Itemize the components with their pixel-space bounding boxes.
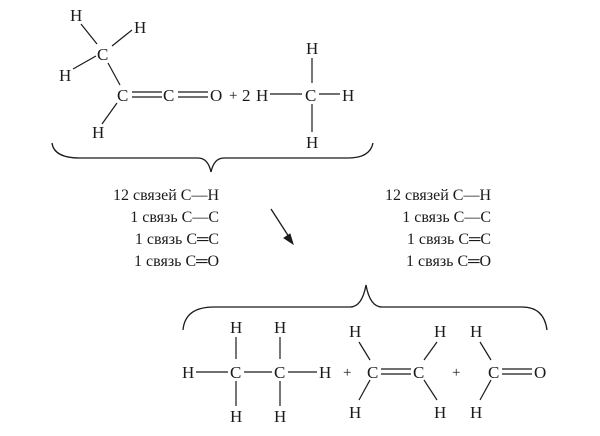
bond-count-row: 1 связь C—C — [130, 209, 219, 226]
bond-single — [358, 379, 371, 401]
reactant-brace — [51, 142, 374, 173]
atom-h: H — [319, 363, 331, 382]
atom-c: C — [230, 363, 241, 382]
bond-single — [423, 379, 438, 401]
bond-single — [479, 379, 492, 401]
atom-h: H — [434, 403, 446, 422]
atom-h: H — [134, 18, 146, 37]
bond-single — [80, 23, 98, 45]
atom-o: O — [534, 363, 546, 382]
atom-h: H — [274, 318, 286, 337]
atom-c: C — [163, 86, 174, 105]
arrow-down-right-icon — [270, 208, 294, 246]
atom-h: H — [70, 6, 82, 25]
atom-h: H — [349, 322, 361, 341]
bond-count-row: 1 связь C═C — [135, 231, 219, 248]
product-brace — [182, 284, 548, 331]
atom-c: C — [367, 363, 378, 382]
bond-count-row: 12 связей C—H — [113, 187, 219, 204]
plus-sign: + — [452, 365, 460, 381]
bond-single — [101, 102, 118, 125]
product-ethylene: C C H H H H — [349, 322, 446, 422]
atom-h: H — [92, 123, 104, 142]
product-ethane: H C C H H H H H — [182, 318, 331, 426]
atom-h: H — [306, 39, 318, 58]
reactant-ketene: H H H C C H C O — [59, 6, 222, 142]
atom-o: O — [210, 86, 222, 105]
atom-c: C — [274, 363, 285, 382]
bond-count-row: 1 связь C—C — [402, 209, 491, 226]
bond-count-row: 1 связь C═O — [134, 253, 219, 270]
plus-sign: + — [343, 365, 351, 381]
plus-sign: + — [229, 88, 237, 104]
atom-h: H — [342, 86, 354, 105]
atom-h: H — [256, 86, 268, 105]
bond-single — [111, 29, 133, 47]
product-bond-list: 12 связей C—H 1 связь C—C 1 связь C═C 1 … — [385, 187, 491, 270]
bond-single — [72, 55, 97, 70]
bond-single — [358, 341, 371, 361]
bond-count-row: 1 связь C═C — [407, 231, 491, 248]
atom-h: H — [349, 403, 361, 422]
bond-count-row: 12 связей C—H — [385, 187, 491, 204]
atom-h: H — [306, 133, 318, 152]
bond-count-row: 1 связь C═O — [406, 253, 491, 270]
reactant-bond-list: 12 связей C—H 1 связь C—C 1 связь C═C 1 … — [113, 187, 219, 270]
atom-h: H — [434, 322, 446, 341]
bond-single — [479, 341, 492, 361]
atom-c: C — [305, 86, 316, 105]
atom-h: H — [274, 407, 286, 426]
atom-h: H — [182, 363, 194, 382]
reactant-methane: H C H H H — [256, 39, 354, 152]
atom-c: C — [488, 363, 499, 382]
bond-single — [107, 62, 121, 86]
product-formaldehyde: C O H H — [470, 322, 546, 422]
coefficient: 2 — [242, 86, 251, 105]
atom-c: C — [117, 86, 128, 105]
atom-h: H — [470, 403, 482, 422]
atom-c: C — [413, 363, 424, 382]
bond-single — [423, 341, 438, 361]
atom-h: H — [59, 66, 71, 85]
atom-c: C — [97, 45, 108, 64]
atom-h: H — [470, 322, 482, 341]
atom-h: H — [230, 407, 242, 426]
atom-h: H — [230, 318, 242, 337]
